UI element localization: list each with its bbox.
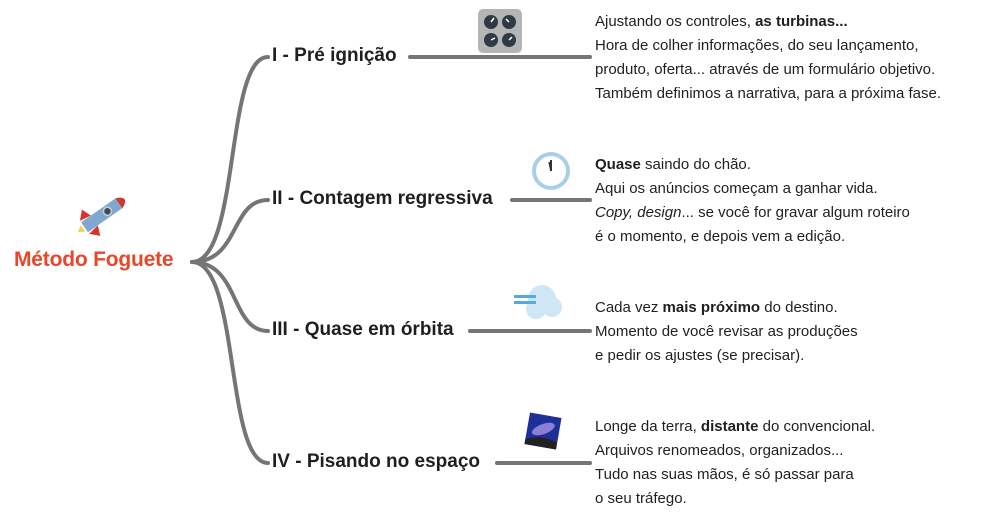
- desc-line: Momento de você revisar as produções: [595, 323, 858, 340]
- branch-4-label[interactable]: IV - Pisando no espaço: [272, 451, 480, 472]
- desc-line: Quase saindo do chão.: [595, 156, 751, 173]
- rocket-icon: [77, 197, 126, 236]
- link-branch-4: [190, 260, 270, 465]
- branch-1-label[interactable]: I - Pré ignição: [272, 45, 397, 66]
- root-node-title[interactable]: Método Foguete: [14, 248, 174, 271]
- link-branch-2: [190, 198, 270, 264]
- desc-line: Hora de colher informações, do seu lança…: [595, 37, 919, 54]
- galaxy-icon: [522, 410, 564, 452]
- control-knobs-icon: [478, 9, 522, 53]
- desc-line: Longe da terra, distante do convencional…: [595, 418, 876, 435]
- branch-3-label[interactable]: III - Quase em órbita: [272, 319, 454, 340]
- desc-line: Ajustando os controles, as turbinas...: [595, 13, 848, 30]
- branch-2-description: Quase saindo do chão. Aqui os anúncios c…: [595, 153, 910, 249]
- branch-4-description: Longe da terra, distante do convencional…: [595, 415, 875, 511]
- wind-cloud-icon: [514, 285, 562, 319]
- desc-line: é o momento, e depois vem a edição.: [595, 228, 846, 245]
- desc-line: Tudo nas suas mãos, é só passar para: [595, 466, 854, 483]
- desc-line: produto, oferta... através de um formulá…: [595, 61, 936, 78]
- branch-1-description: Ajustando os controles, as turbinas... H…: [595, 10, 941, 106]
- branch-2-label[interactable]: II - Contagem regressiva: [272, 188, 493, 209]
- link-branch-3: [190, 260, 270, 333]
- clock-icon: [532, 152, 570, 190]
- desc-line: Também definimos a narrativa, para a pró…: [595, 85, 941, 102]
- desc-line: Aqui os anúncios começam a ganhar vida.: [595, 180, 878, 197]
- desc-line: Arquivos renomeados, organizados...: [595, 442, 844, 459]
- link-branch-1: [190, 55, 270, 264]
- branch-3-description: Cada vez mais próximo do destino. Moment…: [595, 296, 858, 368]
- desc-line: Copy, design... se você for gravar algum…: [595, 204, 910, 221]
- desc-line: Cada vez mais próximo do destino.: [595, 299, 838, 316]
- desc-line: o seu tráfego.: [595, 490, 687, 507]
- desc-line: e pedir os ajustes (se precisar).: [595, 347, 805, 364]
